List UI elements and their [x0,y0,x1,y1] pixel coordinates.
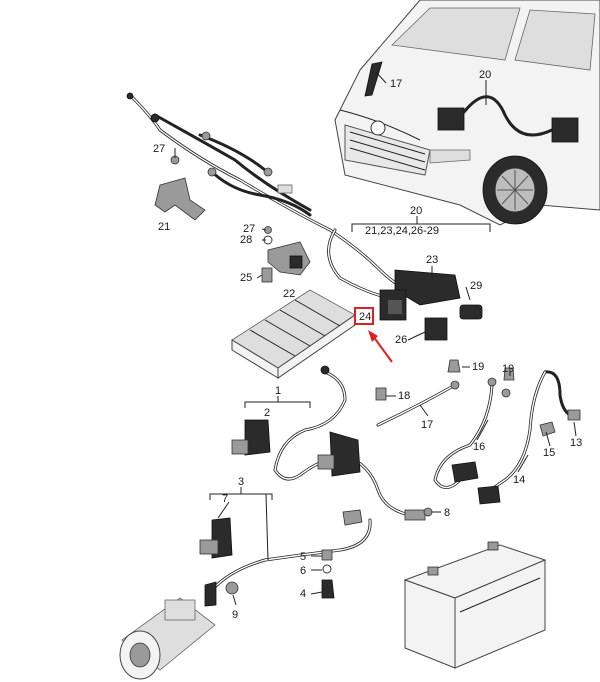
callout-6: 6 [300,565,306,577]
callout-3: 3 [238,476,244,488]
highlight-marker [354,307,393,363]
callout-23: 23 [426,254,438,266]
callout-27a: 27 [153,143,165,155]
wiring-harness [126,92,483,341]
callout-16: 16 [473,441,485,453]
relay-carrier [231,289,356,379]
callout-18: 18 [398,390,410,402]
arrow-head-icon [368,330,378,342]
callout-8: 8 [444,507,450,519]
cable-16 [433,377,497,489]
callout-14: 14 [513,474,525,486]
callout-25: 25 [240,272,252,284]
callout-17a: 17 [390,78,402,90]
callout-13: 13 [570,437,582,449]
callout-7: 7 [222,493,228,505]
cable-17 [375,359,461,427]
bracket-22 [261,226,311,283]
callout-2: 2 [264,407,270,419]
cable-14 [477,367,581,505]
callout-17b: 17 [421,419,433,431]
callout-21: 21 [158,221,170,233]
callout-15: 15 [543,447,555,459]
highlight-arrow-line [372,335,393,363]
leader-lines [174,71,577,606]
starter-motor [119,597,216,680]
callout-9: 9 [232,609,238,621]
battery [403,541,547,669]
callout-28: 28 [240,234,252,246]
bracket-21 [154,155,206,221]
callout-20b: 20 [410,205,422,217]
callout-group-20: 21,23,24,26-29 [365,225,439,237]
callout-labels: 17 20 27 21 20 21,23,24,26-29 27 28 23 2… [153,69,582,621]
callout-4: 4 [300,588,306,600]
battery-cable-1 [231,365,426,521]
callout-24: 24 [359,311,371,323]
callout-22: 22 [283,288,295,300]
highlight-box [354,307,374,325]
callout-1: 1 [275,385,281,397]
callout-26: 26 [395,334,407,346]
callout-20a: 20 [479,69,491,81]
vehicle-illustration [334,0,600,226]
starter-cable-3 [199,507,433,607]
callout-27b: 27 [243,223,255,235]
callout-29: 29 [470,280,482,292]
callout-19a: 19 [472,361,484,373]
callout-5: 5 [300,551,306,563]
callout-19b: 19 [502,363,514,375]
